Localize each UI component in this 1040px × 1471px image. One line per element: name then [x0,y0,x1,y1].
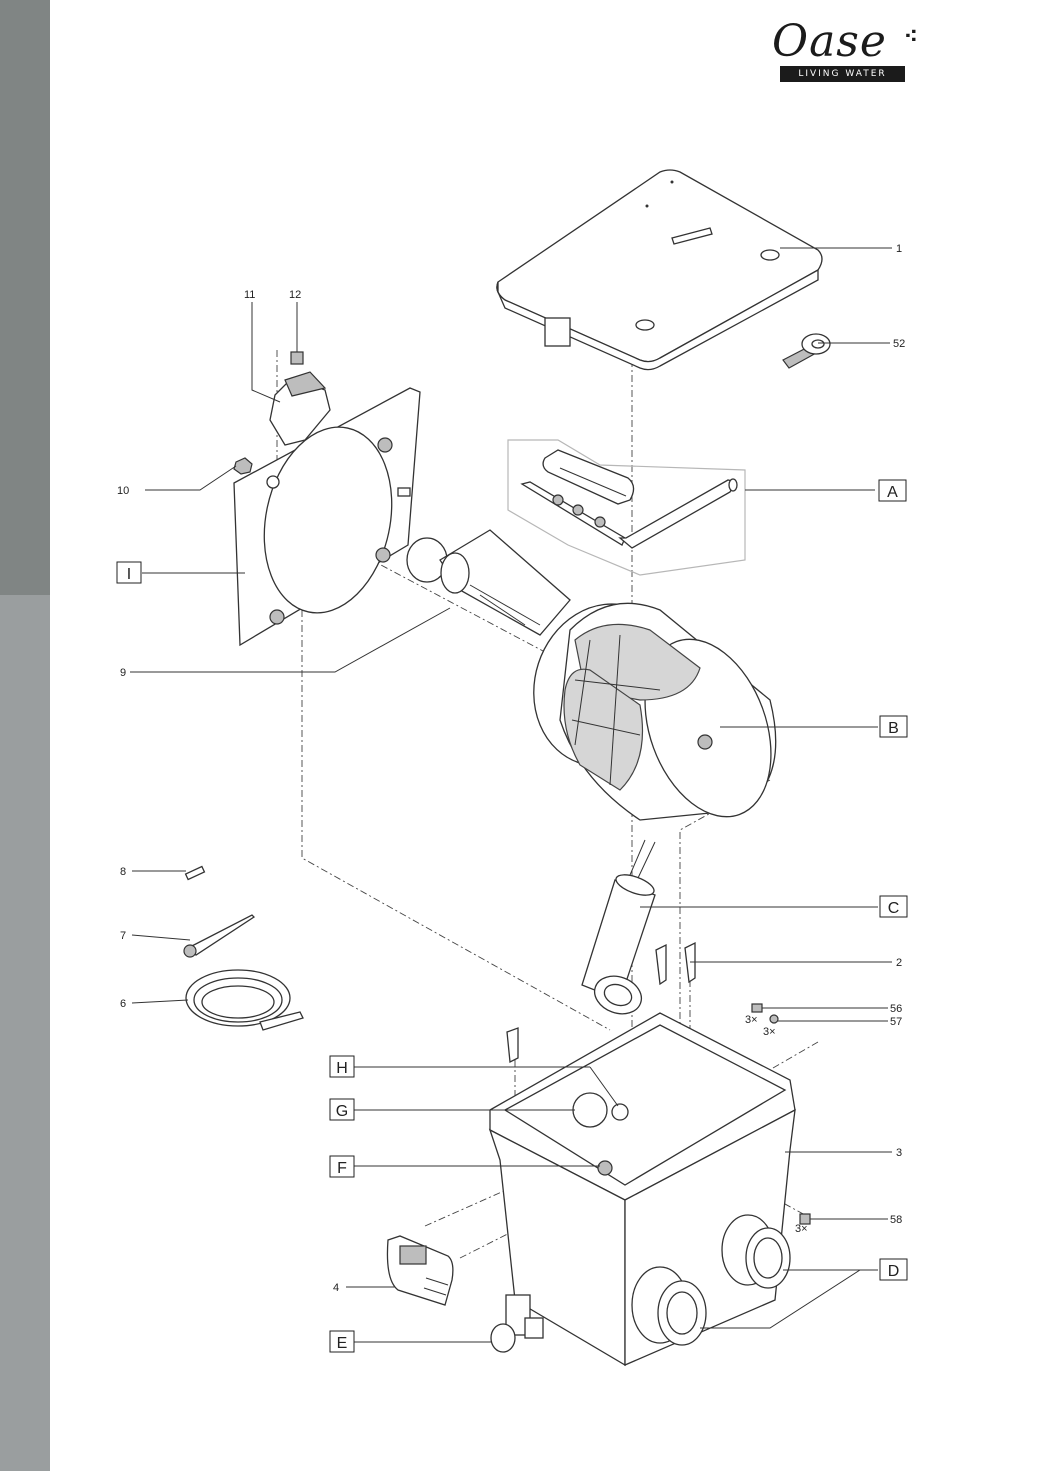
letter-label-F: F [329,1155,355,1178]
drum-assembly-B [533,602,777,821]
letter-label-G: G [329,1098,355,1121]
letter-label-B: B [879,715,908,738]
label-8: 8 [120,866,126,878]
svg-text:F: F [337,1160,347,1177]
svg-text:G: G [336,1103,348,1120]
letter-label-D: D [879,1258,908,1281]
brand-drop-icon: ⁖ [904,24,918,48]
svg-text:C: C [888,900,900,917]
label-11: 11 [244,289,255,301]
screw-part-56 [751,1003,763,1013]
label-52: 52 [893,338,905,350]
bolt-part-12 [290,351,304,365]
uv-clarifier-assembly-C [581,839,656,1015]
number-labels: 1 52 2 56 57 3× 3× 3 58 3× 4 6 7 8 9 10 … [117,243,905,1294]
label-56: 56 [890,1003,902,1015]
label-7: 7 [120,930,126,942]
svg-text:H: H [336,1060,348,1077]
leader-lines [130,247,892,1343]
letter-label-A: A [878,479,907,502]
label-3: 3 [896,1147,902,1159]
hose-coil-part-6 [185,969,304,1031]
sidebar-band-dark [0,0,50,595]
brand-name: Oase [772,16,887,67]
letter-label-E: E [329,1330,355,1353]
qty-57: 3× [763,1026,776,1038]
svg-text:E: E [337,1335,348,1352]
svg-text:A: A [887,484,898,501]
drain-valve-assembly-E [490,1294,544,1353]
letter-label-C: C [879,895,908,918]
outlet-flanges-assembly-D [631,1214,791,1346]
ground-spike-part-7 [183,914,256,958]
fuse-part-8 [184,865,206,881]
svg-text:I: I [127,566,131,583]
label-58: 58 [890,1214,902,1226]
label-9: 9 [120,667,126,679]
label-10: 10 [117,485,129,497]
nut-part-10 [233,457,253,475]
spray-bar-assembly-A [507,439,746,576]
label-6: 6 [120,998,126,1010]
label-57: 57 [890,1016,902,1028]
controller-part-4 [386,1235,454,1306]
letter-label-I: I [116,561,142,584]
label-4: 4 [333,1282,339,1294]
tape-roll-part-52 [782,333,831,369]
lid-part-1 [496,169,823,371]
qty-56: 3× [745,1014,758,1026]
brand-tagline: LIVING WATER [780,66,905,82]
qty-58: 3× [795,1223,808,1235]
letter-label-H: H [329,1055,355,1078]
washer-part-57 [769,1014,779,1024]
end-plate-assembly-I [233,387,421,647]
svg-text:D: D [888,1263,900,1280]
brand-logo: Oase ⁖ LIVING WATER [770,14,918,84]
label-12: 12 [289,289,301,301]
drive-motor-part-11 [269,371,331,446]
sidebar-band-light [0,595,50,1471]
prefilter-part-9 [406,529,571,636]
label-2: 2 [896,957,902,969]
label-1: 1 [896,243,902,255]
svg-text:B: B [888,720,899,737]
